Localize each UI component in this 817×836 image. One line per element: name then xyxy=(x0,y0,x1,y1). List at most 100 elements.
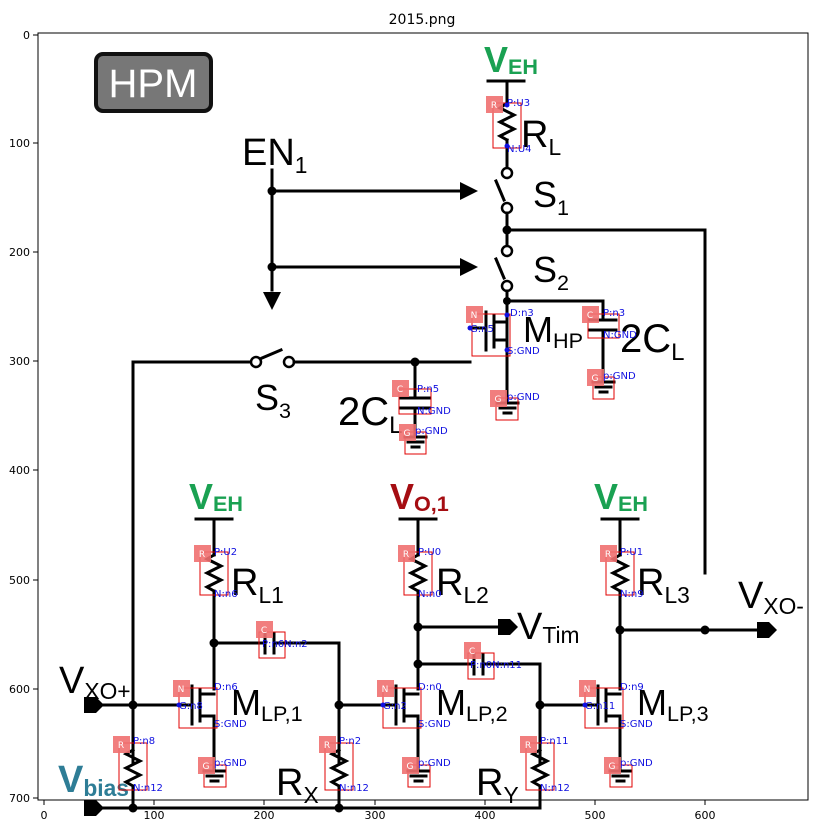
switch-contact xyxy=(249,355,263,369)
pin-label: p:GND xyxy=(415,426,448,437)
junction xyxy=(334,803,344,813)
arrow-icon xyxy=(460,182,478,200)
svg-text:R: R xyxy=(525,741,531,751)
pin-label: p:GND xyxy=(214,758,247,769)
pin-label: G:n11 xyxy=(585,701,615,712)
output-terminal-icon xyxy=(84,697,104,713)
vtim-label: VTim xyxy=(517,606,580,648)
y-tick-label: 0 xyxy=(23,29,30,42)
resistor-icon xyxy=(328,747,350,789)
y-tick-label: 700 xyxy=(9,792,30,805)
svg-text:N: N xyxy=(471,311,478,321)
junction xyxy=(535,700,545,710)
junction xyxy=(128,803,138,813)
pin-label: N:GND xyxy=(603,330,637,341)
output-terminal-icon xyxy=(757,622,777,638)
pin-label: P:n3 xyxy=(603,308,625,319)
mlp1-label: MLP,1 xyxy=(231,682,303,726)
annotation-tag xyxy=(587,369,604,386)
pin-label: D:n6 xyxy=(214,682,238,693)
y-tick-label: 500 xyxy=(9,574,30,587)
pin-label: P:U2 xyxy=(214,547,237,558)
resistor-icon xyxy=(529,747,551,789)
pin-label: N:GND xyxy=(417,406,451,417)
vxo-plus-label: VXO+ xyxy=(59,660,131,704)
annotation-tag xyxy=(173,680,190,697)
svg-text:N: N xyxy=(382,685,389,695)
annotation-tag xyxy=(582,306,599,323)
circuit: HPM EN1 VEH RL S1 S2 xyxy=(58,39,804,816)
annotation-tag xyxy=(402,757,419,774)
rl2-label: RL2 xyxy=(436,562,489,608)
pin-label: S:GND xyxy=(214,719,247,730)
pin-label: P:n0N:n11 xyxy=(470,660,522,671)
junction xyxy=(700,625,710,635)
vo1-label: VO,1 xyxy=(390,476,449,517)
badge-label: HPM xyxy=(109,62,198,106)
svg-text:R: R xyxy=(491,101,497,111)
switch-blade xyxy=(494,179,506,202)
ry-label: RY xyxy=(476,762,519,808)
y-tick-label: 100 xyxy=(9,137,30,150)
pin-label: P:U1 xyxy=(620,547,643,558)
svg-text:G: G xyxy=(495,395,502,405)
x-tick-label: 500 xyxy=(585,809,606,822)
pin-label: S:GND xyxy=(507,346,540,357)
annotation-tag xyxy=(194,545,211,562)
s1-label: S1 xyxy=(533,174,569,220)
junction xyxy=(128,700,138,710)
annotation-tag xyxy=(486,96,503,113)
svg-text:G: G xyxy=(609,762,616,772)
annotation-tag xyxy=(399,424,416,441)
annotation-tag xyxy=(520,736,537,753)
annotation-tag xyxy=(198,757,215,774)
pin-label: P:n11 xyxy=(540,736,568,747)
pin-label: S:GND xyxy=(418,719,451,730)
annotation-tag xyxy=(604,757,621,774)
y-tick-label: 200 xyxy=(9,246,30,259)
annotation-tag xyxy=(256,621,273,638)
svg-text:R: R xyxy=(605,550,611,560)
pin-label: N:n12 xyxy=(540,783,570,794)
annotations: R P:U3 N:U4 N D:n3 G:n5 S:GND C P:n5 N:G… xyxy=(113,96,653,794)
junction xyxy=(334,700,344,710)
pin-label: N:n12 xyxy=(339,783,369,794)
pin-label: p:GND xyxy=(603,371,636,382)
hpm-badge: HPM xyxy=(94,52,213,113)
pin-label: P:n8 xyxy=(133,736,155,747)
svg-text:G: G xyxy=(592,374,599,384)
switch-blade xyxy=(494,257,506,280)
annotation-tag xyxy=(600,545,617,562)
svg-text:R: R xyxy=(403,550,409,560)
rx-label: RX xyxy=(276,762,319,808)
annotation-tag xyxy=(464,642,481,659)
pin-label: p:GND xyxy=(507,392,540,403)
pin-label: D:n9 xyxy=(620,682,644,693)
x-tick-label: 0 xyxy=(41,809,48,822)
switch-blade xyxy=(260,348,283,360)
svg-text:N: N xyxy=(584,685,591,695)
pin-label: P:n6N:n2 xyxy=(262,639,308,650)
s3-label: S3 xyxy=(255,377,291,423)
vxo-minus-label: VXO- xyxy=(738,575,804,619)
annotation-tag xyxy=(490,390,507,407)
veh-label: VEH xyxy=(189,476,243,517)
pin-label: G:n8 xyxy=(179,701,203,712)
x-tick-label: 400 xyxy=(475,809,496,822)
mlp2-label: MLP,2 xyxy=(436,682,508,726)
arrow-icon xyxy=(460,258,478,276)
y-tick-label: 400 xyxy=(9,464,30,477)
pin-label: G:n2 xyxy=(383,701,407,712)
svg-text:C: C xyxy=(397,385,403,395)
pin-label: p:GND xyxy=(418,758,451,769)
plot-area xyxy=(37,32,809,801)
svg-text:R: R xyxy=(199,550,205,560)
pin-label: P:n2 xyxy=(339,736,361,747)
mlp3-label: MLP,3 xyxy=(637,682,709,726)
x-tick-label: 200 xyxy=(254,809,275,822)
svg-text:G: G xyxy=(203,762,210,772)
y-axis: 0 100 200 300 400 500 600 700 xyxy=(9,29,38,805)
veh-label: VEH xyxy=(484,39,538,80)
y-tick-label: 600 xyxy=(9,683,30,696)
